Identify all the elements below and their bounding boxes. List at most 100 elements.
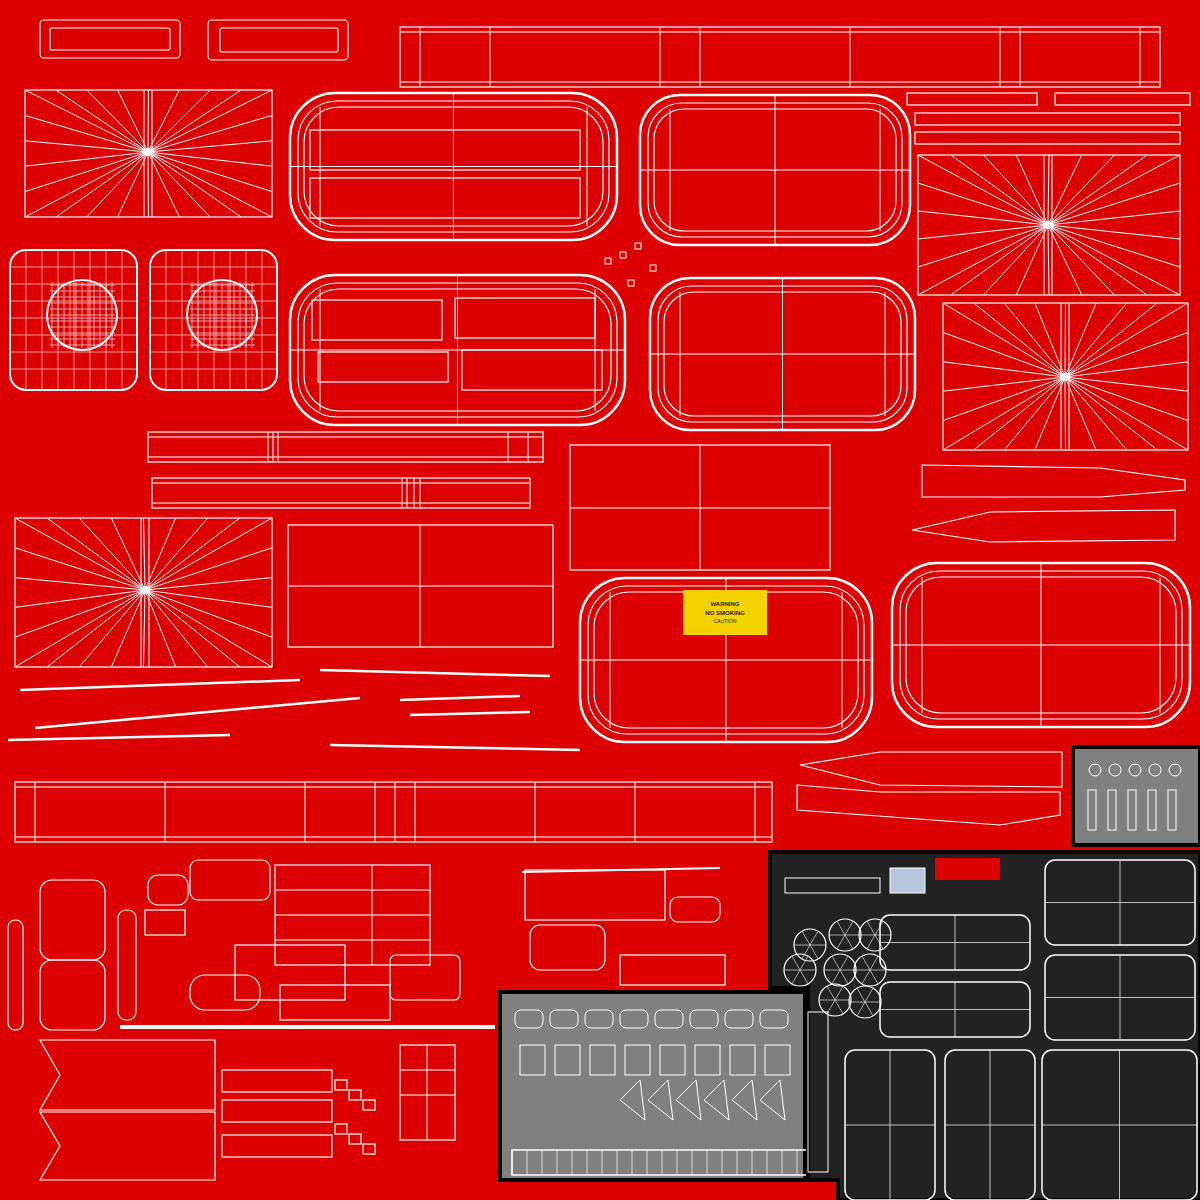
uv-shell [725,1010,753,1028]
uv-shell [785,878,880,893]
uv-shell [704,1080,729,1120]
uv-line [150,318,277,319]
uv-shell [462,350,602,390]
uv-shell [530,925,605,970]
uv-line [420,27,421,87]
uv-line [885,292,886,416]
uv-shell [1108,790,1116,830]
uv-line [20,680,300,690]
uv-line [527,1150,528,1175]
uv-line [50,303,115,304]
uv-line [650,354,915,355]
uv-line [112,282,113,348]
uv-line [1065,303,1188,377]
uv-line [1016,155,1048,225]
uv-line [50,309,115,310]
uv-line [290,166,617,167]
uv-line [375,782,376,842]
uv-shell [312,300,442,340]
uv-line [951,225,1048,295]
uv-pole [144,148,152,156]
uv-line [50,321,115,322]
uv-line [420,478,421,508]
uv-shell [580,578,872,742]
uv-shell [40,20,180,58]
uv-line [148,152,241,217]
uv-line [617,1150,618,1175]
uv-line [1065,332,1188,377]
uv-part [1109,764,1121,776]
uv-line [792,956,800,970]
uv-line [148,152,272,166]
uv-line [867,935,875,949]
uv-line [145,578,272,590]
uv-line [880,109,881,231]
uv-shell [660,1045,685,1075]
uv-line [395,782,396,842]
uv-shell [222,1070,332,1092]
uv-shell [8,920,23,1030]
uv-line [660,27,661,87]
uv-line [148,90,241,152]
uv-shell [222,1135,332,1157]
uv-line [190,315,255,316]
sticker-text: CAUTION [714,619,737,625]
uv-line [752,1150,753,1175]
uv-line [875,935,891,936]
uv-shell [335,1124,347,1134]
uv-line [50,339,115,340]
uv-line [145,518,240,590]
uv-line [414,478,415,508]
uv-line [918,211,1048,225]
uv-line [542,1150,543,1175]
uv-line [190,297,255,298]
uv-line [35,782,36,842]
uv-line [875,921,883,935]
uv-line [784,970,800,971]
uv-shell [570,445,830,570]
uv-part [1089,764,1101,776]
uv-shell [363,1100,375,1110]
uv-shell [40,1112,215,1180]
uv-line [100,282,101,348]
uv-line [190,345,255,346]
uv-shell [760,1010,788,1028]
uv-line [145,548,272,590]
uv-shell [620,252,626,258]
uv-line [148,152,150,217]
uv-line [10,301,137,302]
uv-shell [732,1080,757,1120]
uv-line [918,225,1048,239]
uv-shell [620,1080,645,1120]
uv-line [943,362,1065,377]
uv-line [111,518,145,590]
uv-line [794,945,810,946]
uv-wheel [829,919,861,951]
uv-shell [520,1045,545,1075]
uv-line [880,942,1030,943]
uv-line [1020,27,1021,87]
uv-line [1000,27,1001,87]
uv-line [190,309,255,310]
uv-line [974,377,1065,450]
uv-shell [220,28,338,52]
uv-line [320,289,321,411]
uv-line [145,590,272,607]
uv-line [120,1025,495,1029]
uv-line [10,335,137,336]
uv-line [15,787,772,788]
uv-line [662,1150,663,1175]
uv-shell [808,1012,828,1172]
uv-line [288,586,553,587]
uv-shell [500,992,805,1180]
uv-shell [1128,790,1136,830]
uv-line [35,698,360,728]
uv-line [15,578,145,590]
uv-line [1048,211,1180,225]
uv-line [845,1125,935,1126]
uv-line [25,115,148,152]
uv-line [1065,377,1096,450]
uv-line [240,282,241,348]
uv-shell [590,1045,615,1075]
